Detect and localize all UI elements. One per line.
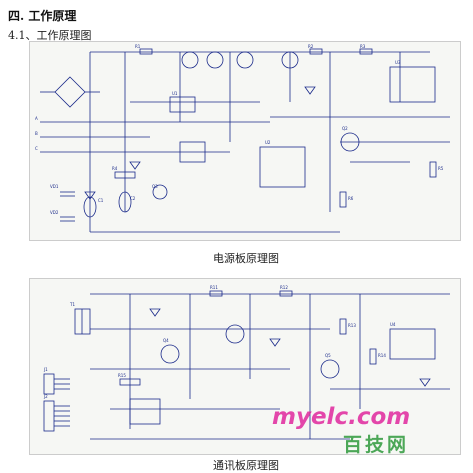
svg-text:R11: R11 — [210, 285, 218, 290]
svg-text:C2: C2 — [130, 196, 136, 201]
svg-text:J2: J2 — [43, 394, 48, 399]
svg-text:R4: R4 — [112, 166, 118, 171]
svg-text:U4: U4 — [390, 322, 396, 327]
svg-text:C: C — [35, 146, 38, 151]
svg-text:R2: R2 — [308, 44, 314, 49]
svg-text:A: A — [35, 116, 38, 121]
svg-text:VD1: VD1 — [50, 184, 59, 189]
svg-text:C1: C1 — [98, 198, 104, 203]
svg-text:R3: R3 — [360, 44, 366, 49]
svg-text:R15: R15 — [118, 373, 126, 378]
svg-text:Q5: Q5 — [325, 353, 331, 358]
watermark-sub-logo: 百技网 — [343, 434, 410, 456]
subsection-title: 4.1、工作原理图 — [8, 29, 92, 42]
svg-text:J1: J1 — [43, 367, 48, 372]
svg-text:Q3: Q3 — [152, 184, 158, 189]
svg-text:U1: U1 — [172, 91, 178, 96]
svg-text:Q2: Q2 — [342, 126, 348, 131]
svg-text:R1: R1 — [135, 44, 141, 49]
svg-text:R6: R6 — [348, 196, 354, 201]
svg-text:R13: R13 — [348, 323, 356, 328]
svg-text:R14: R14 — [378, 353, 386, 358]
power-board-caption: 电源板原理图 — [213, 252, 279, 265]
svg-text:T1: T1 — [69, 302, 75, 307]
svg-text:R12: R12 — [280, 285, 288, 290]
watermark-logo: myelc.com — [272, 404, 411, 430]
comm-board-caption: 通讯板原理图 — [213, 459, 279, 472]
svg-text:U3: U3 — [395, 60, 401, 65]
svg-text:Q4: Q4 — [163, 338, 169, 343]
svg-text:U2: U2 — [265, 140, 271, 145]
section-title: 四. 工作原理 — [8, 9, 77, 23]
svg-text:VD2: VD2 — [50, 210, 59, 215]
svg-text:R5: R5 — [438, 166, 444, 171]
svg-text:B: B — [35, 131, 38, 136]
